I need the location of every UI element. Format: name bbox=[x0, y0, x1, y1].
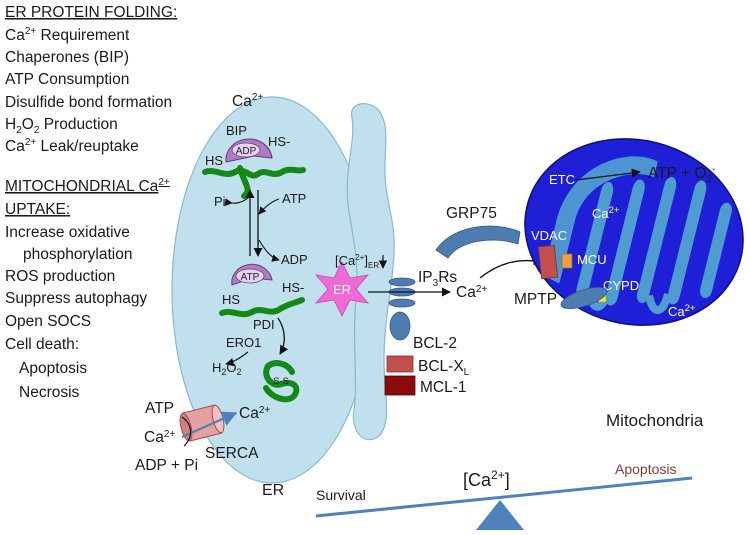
adp-arrow bbox=[258, 239, 280, 262]
ca-to-vdac-arrow bbox=[479, 256, 543, 279]
mito-ca-top-label: Ca2+ bbox=[592, 205, 620, 221]
atp-arrow bbox=[258, 198, 280, 215]
h2o2-label: H2O2 bbox=[212, 360, 242, 377]
mito-crista bbox=[700, 202, 732, 298]
mcu-label: MCU bbox=[577, 252, 607, 267]
er-calcium-label: Ca2+ bbox=[232, 92, 263, 110]
er-folding-item: ATP Consumption bbox=[5, 71, 129, 88]
mito-uptake-header: MITOCHONDRIAL Ca2+ bbox=[5, 177, 170, 195]
ero1-label: ERO1 bbox=[226, 335, 261, 350]
serca-ca-in-label: Ca2+ bbox=[239, 405, 270, 422]
serca-label: SERCA bbox=[205, 445, 259, 462]
er-folding-section: ER PROTEIN FOLDING: Ca2+ Requirement Cha… bbox=[5, 4, 177, 155]
pi-arrow bbox=[224, 195, 251, 206]
mptp-shape bbox=[560, 286, 608, 310]
mito-uptake-item: Necrosis bbox=[19, 384, 80, 401]
disulfide-label: S-S bbox=[273, 376, 289, 387]
grp75-label: GRP75 bbox=[446, 205, 497, 222]
hs-label: HS bbox=[222, 292, 240, 307]
mito-crista bbox=[636, 177, 677, 303]
pdi-label: PDI bbox=[253, 317, 275, 332]
mito-crista-link bbox=[645, 292, 672, 315]
etc-label: ETC bbox=[549, 172, 575, 187]
apoptosis-label: Apoptosis bbox=[615, 461, 676, 477]
bcl2-shape bbox=[389, 311, 411, 341]
hs-label: HS- bbox=[282, 280, 304, 295]
atp-badge-label: ATP bbox=[241, 272, 260, 283]
mcl1-shape bbox=[384, 375, 416, 396]
grp75-shape bbox=[435, 225, 521, 259]
balance-fulcrum bbox=[476, 500, 524, 530]
folded-protein bbox=[263, 363, 300, 403]
mito-uptake-item: Increase oxidative bbox=[5, 224, 130, 241]
mitochondrion bbox=[524, 138, 744, 326]
ip3rs-label: IP3Rs bbox=[418, 269, 457, 289]
bcl2-label: BCL-2 bbox=[413, 335, 457, 352]
er-folding-item: Ca2+ Leak/reuptake bbox=[5, 137, 139, 155]
ca-er-label: [Ca2+]ER bbox=[335, 253, 379, 270]
atp-badge-shape bbox=[235, 268, 265, 284]
hs-label: HS- bbox=[268, 134, 290, 149]
mitochondria-label: Mitochondria bbox=[606, 411, 704, 430]
serca-ca-out-label: Ca2+ bbox=[144, 429, 175, 446]
mito-uptake-item: Cell death: bbox=[5, 336, 79, 353]
ip3-ca-label: Ca2+ bbox=[456, 284, 487, 301]
mito-crista bbox=[576, 182, 614, 299]
mito-crista bbox=[667, 180, 707, 305]
hs-label: HS bbox=[205, 153, 223, 168]
bip-label: BIP bbox=[226, 123, 247, 138]
ero1-arrow bbox=[225, 351, 249, 367]
er-folding-item: Chaperones (BIP) bbox=[5, 49, 129, 66]
ip3r-disc-bottom bbox=[388, 298, 416, 308]
er-star-outer bbox=[314, 261, 370, 317]
adp-badge-shape bbox=[231, 142, 261, 158]
ip3r-disc-top bbox=[388, 277, 416, 287]
atp-o2-label: ATP + O2- bbox=[648, 164, 715, 185]
vdac-shape bbox=[537, 244, 559, 280]
folded-protein-loop bbox=[265, 360, 295, 375]
mito-uptake-item: Apoptosis bbox=[19, 360, 87, 377]
er-label: ER bbox=[262, 482, 284, 499]
er-folding-item: H2O2 Production bbox=[5, 116, 118, 136]
er-folding-item: Disulfide bond formation bbox=[5, 94, 172, 111]
unfolded-protein-top bbox=[202, 166, 306, 179]
survival-label: Survival bbox=[316, 487, 366, 503]
mito-ca-bottom-label: Ca2+ bbox=[668, 303, 696, 319]
mito-uptake-header-line2: UPTAKE: bbox=[5, 201, 70, 218]
cypd-label: CYPD bbox=[603, 278, 639, 293]
unfolded-protein-bottom bbox=[219, 297, 305, 318]
pdi-arrow bbox=[277, 317, 289, 355]
balance-lever bbox=[315, 476, 693, 518]
balance-ca-label: [Ca2+] bbox=[463, 468, 510, 490]
mcl1-label: MCL-1 bbox=[420, 379, 467, 396]
pi-label: Pi bbox=[214, 194, 226, 209]
er-folding-header: ER PROTEIN FOLDING: bbox=[5, 4, 177, 21]
er-star-label: ER bbox=[333, 282, 351, 297]
mito-crista bbox=[605, 179, 645, 306]
mito-uptake-item: Suppress autophagy bbox=[5, 290, 147, 307]
bclxl-label: BCL-XL bbox=[418, 358, 470, 378]
mito-uptake-item: phosphorylation bbox=[23, 246, 132, 263]
atp-label: ATP bbox=[282, 191, 306, 206]
vdac-label: VDAC bbox=[531, 228, 567, 243]
mptp-label: MPTP bbox=[514, 291, 557, 308]
etc-arrow bbox=[575, 168, 641, 181]
serca-atp-curve bbox=[181, 416, 192, 447]
mito-uptake-section: MITOCHONDRIAL Ca2+ UPTAKE: Increase oxid… bbox=[5, 177, 170, 401]
adp-pi-label: ADP + Pi bbox=[135, 457, 198, 474]
er-membrane-sheet bbox=[346, 103, 395, 441]
adp-label: ADP bbox=[281, 252, 308, 267]
mito-uptake-item: ROS production bbox=[5, 268, 115, 285]
serca-atp-label: ATP bbox=[145, 400, 174, 417]
adp-badge-label: ADP bbox=[236, 146, 257, 157]
mcu-shape bbox=[561, 253, 573, 269]
mito-uptake-item: Open SOCS bbox=[5, 313, 91, 330]
bclxl-shape bbox=[386, 355, 414, 373]
er-folding-item: Ca2+ Requirement bbox=[5, 26, 130, 44]
